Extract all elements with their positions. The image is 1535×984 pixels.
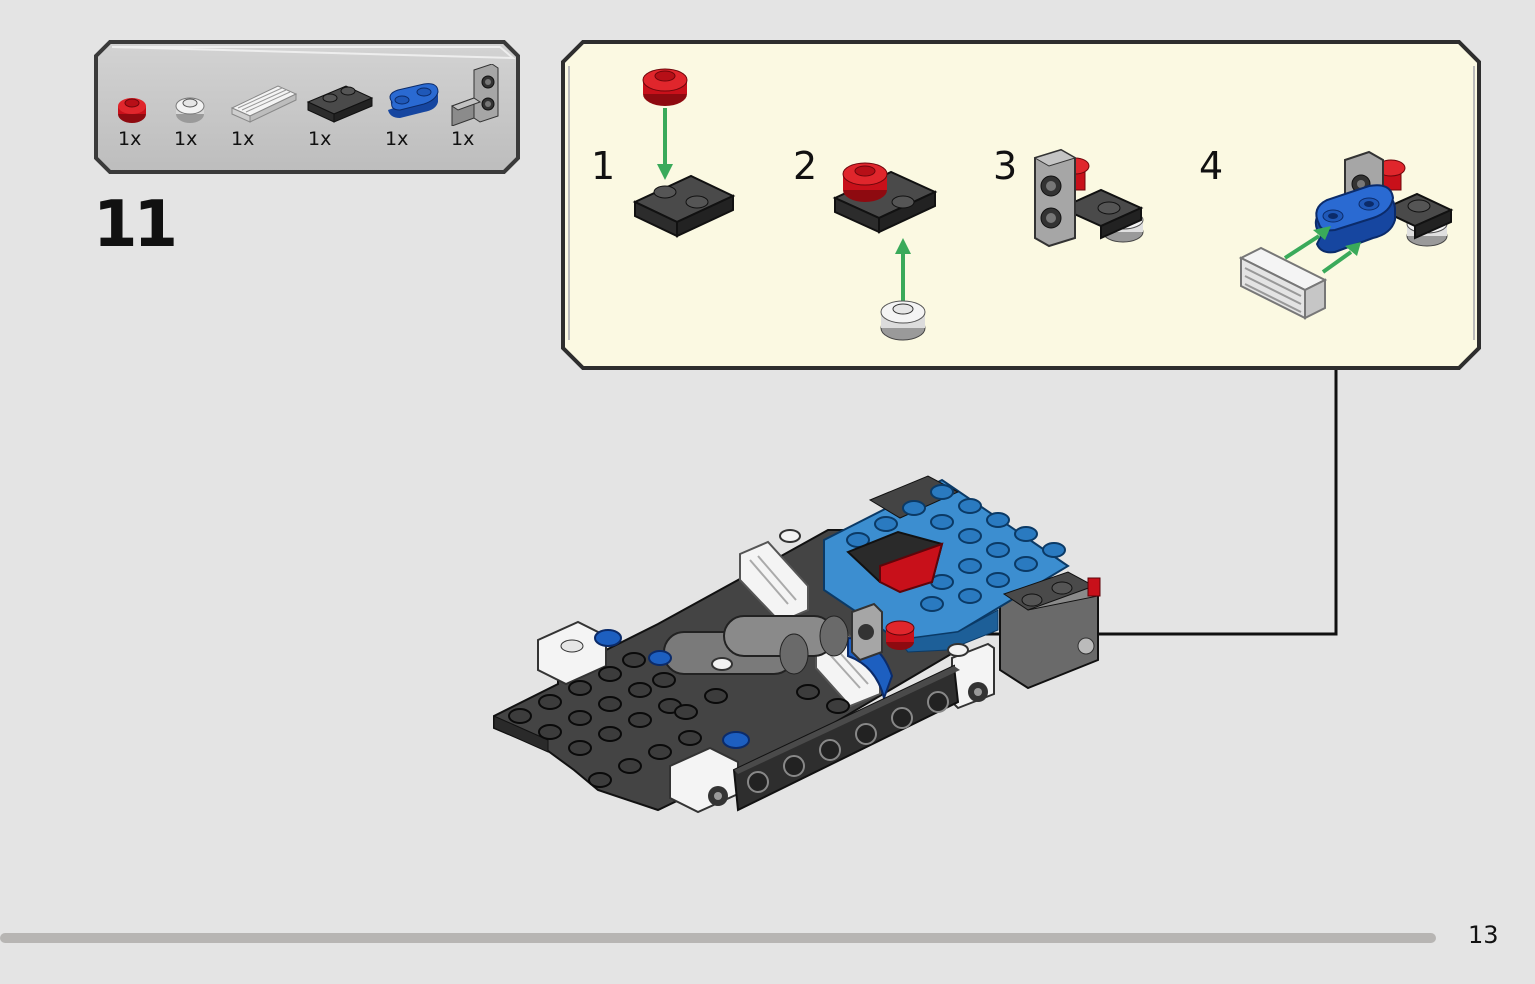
part-white-grille-tile [228,82,300,162]
part-qty: 1x [118,128,142,150]
red-round-plate-icon [118,98,146,123]
page-number: 13 [1468,921,1499,949]
white-round-plate-icon [175,97,205,123]
part-white-round-plate [172,92,232,172]
part-red-round-plate [114,92,174,172]
submodel-callout-box: 1 2 3 4 [561,40,1482,370]
substep-number: 4 [1199,144,1224,188]
progress-bar [0,933,1436,943]
substep-4-illustration [1238,150,1454,320]
white-grille-tile-icon [230,85,298,123]
substep-3-illustration [1033,148,1144,248]
parts-list-box: 1x 1x 1x 1x [94,40,520,174]
main-model-illustration [493,475,1101,814]
part-blue-rounded-plate [384,82,444,162]
parts-box-frame [94,40,520,174]
part-qty: 1x [385,128,409,150]
part-gray-bracket [448,64,500,144]
part-qty: 1x [174,128,198,150]
part-dark-gray-plate [306,82,376,162]
substep-2-illustration [832,162,938,341]
blue-rounded-plate-icon [388,83,439,118]
substep-number: 3 [993,144,1018,188]
gray-bracket-icon [450,64,499,126]
substep-number: 1 [591,144,616,188]
dark-gray-plate-1x2-icon [306,85,374,123]
substep-number: 2 [793,144,818,188]
substep-1-illustration [632,68,736,238]
part-qty: 1x [231,128,255,150]
step-number: 11 [93,188,178,262]
submodel-steps-illustration [632,68,1454,341]
part-qty: 1x [308,128,332,150]
part-qty: 1x [451,128,475,150]
